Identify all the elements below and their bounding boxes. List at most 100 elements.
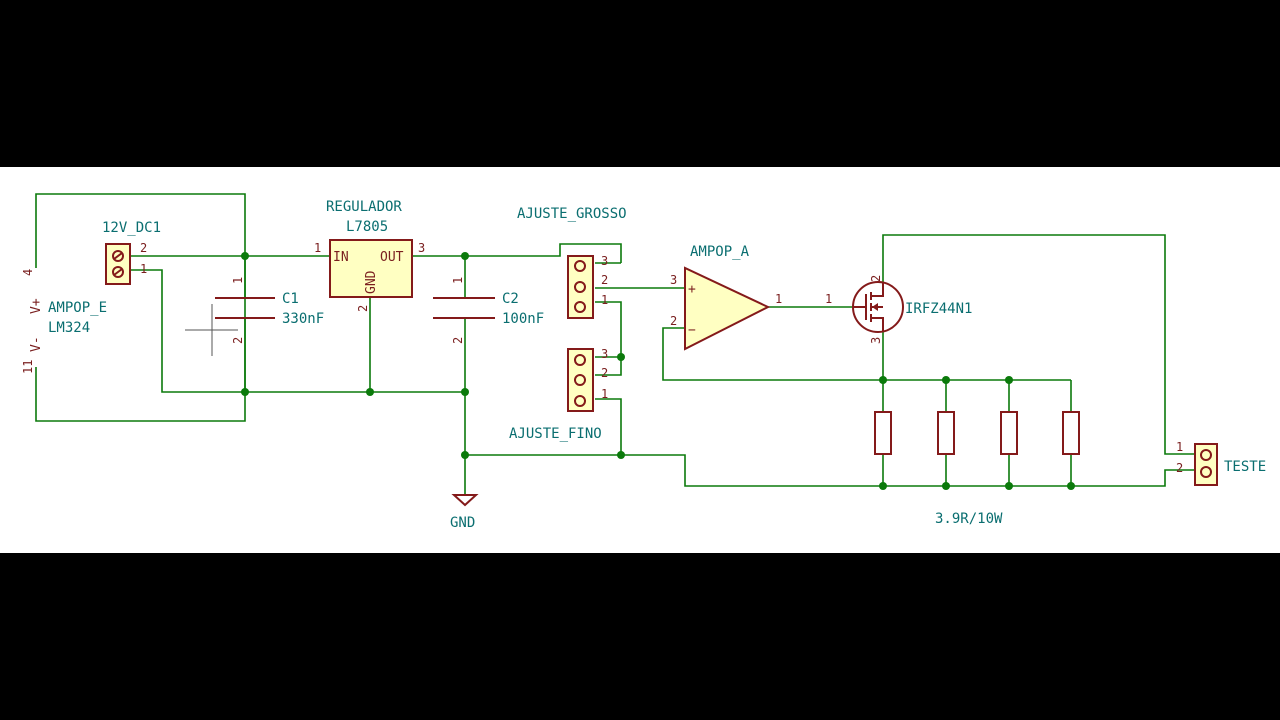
connector-ajuste-fino: AJUSTE_FINO 3 2 1 [509,347,608,442]
reg-in-pin: IN [333,250,349,265]
screw-terminal-icon [1200,449,1212,461]
screw-terminal-icon [1200,466,1212,478]
screw-terminal-icon [574,354,586,366]
connector-ajuste-grosso: AJUSTE_GROSSO 3 2 1 [517,206,627,319]
pin-number: 2 [601,366,608,380]
capacitor-c2: C2 100nF 1 2 [433,277,544,344]
resistor [1000,411,1018,455]
wire-lower-rail [465,454,1195,487]
reg-value: L7805 [346,219,388,235]
wire-ampop-e-power [35,193,246,422]
pin-number: 3 [601,254,608,268]
screw-slot [113,252,123,260]
ground-icon [451,494,479,507]
junction-dot [1005,482,1013,490]
wire-af-pin1 [595,398,622,455]
schematic-sheet [0,167,1280,553]
pin-number: 3 [418,241,425,255]
pin-number: 3 [601,347,608,361]
arrow-icon [872,303,878,311]
connector-12v-dc: 12V_DC1 2 1 [102,220,161,285]
regulator-l7805: REGULADOR L7805 IN OUT GND 1 3 2 [314,199,425,312]
source-lead [871,317,884,332]
pin-number: 2 [356,305,370,312]
pin-number: 3 [670,273,677,287]
drain-lead [871,283,884,297]
junction-dot [366,388,374,396]
reg-out-pin: OUT [380,250,404,265]
junction-dot [942,482,950,490]
ajuste-fino-label: AJUSTE_FINO [509,426,602,442]
ampop-e-ref: AMPOP_E [48,300,107,316]
screw-terminal-icon [574,374,586,386]
pin-number: 1 [140,262,147,276]
pin-number: 2 [451,337,465,344]
wire-feedback [662,327,1071,381]
resistor-bank: 3.9R/10W [874,411,1080,527]
ampop-e-value: LM324 [48,320,90,336]
mosfet-irfz44n: IRFZ44N1 1 2 3 [825,275,972,344]
junction-dot [879,482,887,490]
screw-slot [113,268,123,276]
pin-number: 1 [825,292,832,306]
ampop-e-power-unit: AMPOP_E LM324 V+ V- 4 11 [21,269,107,374]
reg-ref: REGULADOR [326,199,402,215]
pin-number: 1 [231,277,245,284]
wires [35,193,1195,495]
mosfet-label: IRFZ44N1 [905,301,972,317]
gnd-label: GND [450,515,475,531]
pin-number: 4 [21,269,35,276]
connector-body [567,348,594,412]
junction-dot [461,451,469,459]
minus-input: − [688,323,696,338]
junction-dot [241,252,249,260]
dc-ref-label: 12V_DC1 [102,220,161,236]
junction-dot [1005,376,1013,384]
screw-terminal-icon [112,250,124,262]
resistor [1062,411,1080,455]
pin-number: 2 [670,314,677,328]
screw-terminal-icon [574,281,586,293]
pin-number: 1 [1176,440,1183,454]
ground-symbol: GND [450,494,479,531]
c2-value: 100nF [502,311,544,327]
c1-ref: C1 [282,291,299,307]
opamp-triangle [684,266,771,351]
pin-number: 2 [1176,461,1183,475]
pin-number: 2 [601,273,608,287]
vplus-label: V+ [29,298,44,314]
capacitor-c1: C1 330nF 1 2 [185,277,324,356]
plus-input: + [688,282,696,297]
ampop-a-label: AMPOP_A [690,244,750,260]
screw-terminal-icon [574,260,586,272]
junction-dot [617,353,625,361]
pin-number: 1 [601,387,608,401]
junction-dot [1067,482,1075,490]
wire-reg-out [412,243,622,263]
c2-ref: C2 [502,291,519,307]
pin-number: 11 [21,360,35,374]
pin-number: 2 [231,337,245,344]
opamp-ampop-a: AMPOP_A + − 3 2 1 [670,244,782,351]
vminus-label: V- [29,336,44,352]
wire-mosfet-drain [882,234,1195,455]
wire-ground-rail [130,269,465,393]
c1-value: 330nF [282,311,324,327]
screw-terminal-icon [574,301,586,313]
pin-number: 3 [869,337,883,344]
junction-dot [241,388,249,396]
pin-number: 2 [140,241,147,255]
junction-dot [461,252,469,260]
reg-gnd-pin: GND [364,270,379,294]
resistor [937,411,955,455]
junction-dot [617,451,625,459]
ajuste-grosso-label: AJUSTE_GROSSO [517,206,627,222]
resistors-value: 3.9R/10W [935,511,1003,527]
pin-number: 1 [314,241,321,255]
junction-dot [942,376,950,384]
screw-terminal-icon [574,395,586,407]
screw-terminal-icon [112,266,124,278]
pin-number: 1 [775,292,782,306]
